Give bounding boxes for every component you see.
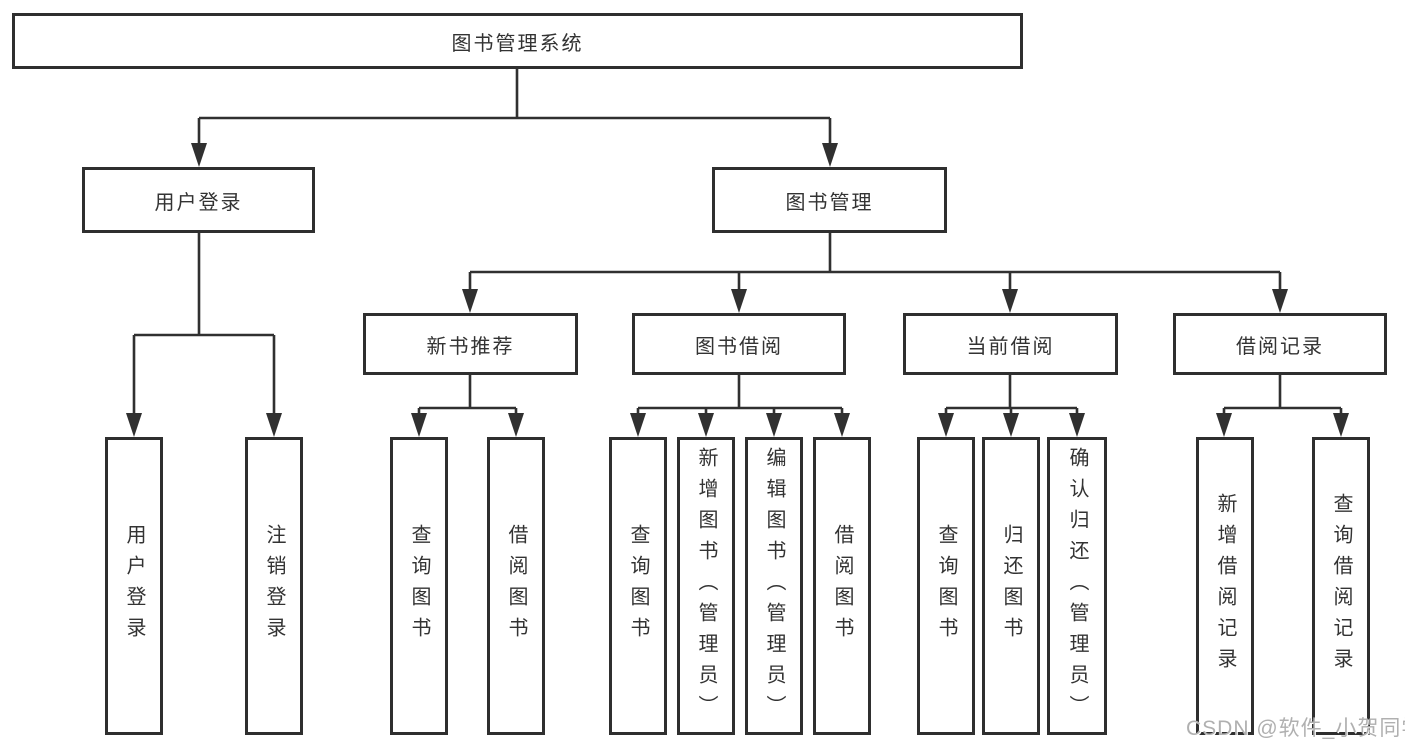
arrowhead-icon xyxy=(411,413,427,437)
arrowhead-icon xyxy=(822,143,838,167)
arrowhead-icon xyxy=(126,413,142,437)
node-root-system: 图书管理系统 xyxy=(12,13,1023,69)
arrowhead-icon xyxy=(1069,413,1085,437)
leaf-borrow-books-recommend: 借阅图书 xyxy=(487,437,545,735)
leaf-return-books: 归还图书 xyxy=(982,437,1040,735)
node-user-login: 用户登录 xyxy=(82,167,315,233)
arrowhead-icon xyxy=(731,289,747,313)
arrowhead-icon xyxy=(1272,289,1288,313)
arrowhead-icon xyxy=(1333,413,1349,437)
leaf-query-books-current: 查询图书 xyxy=(917,437,975,735)
leaf-add-books-admin: 新增图书（管理员） xyxy=(677,437,735,735)
node-new-book-recommend: 新书推荐 xyxy=(363,313,578,375)
leaf-query-books-borrowing: 查询图书 xyxy=(609,437,667,735)
arrowhead-icon xyxy=(1003,413,1019,437)
leaf-confirm-return-admin: 确认归还（管理员） xyxy=(1047,437,1107,735)
arrowhead-icon xyxy=(508,413,524,437)
leaf-user-login: 用户登录 xyxy=(105,437,163,735)
watermark: CSDN @软件_小贺同学 xyxy=(1186,717,1405,740)
arrowhead-icon xyxy=(698,413,714,437)
arrowhead-icon xyxy=(834,413,850,437)
arrowhead-icon xyxy=(938,413,954,437)
arrowhead-icon xyxy=(1216,413,1232,437)
leaf-query-books-recommend: 查询图书 xyxy=(390,437,448,735)
arrowhead-icon xyxy=(266,413,282,437)
arrowhead-icon xyxy=(1002,289,1018,313)
node-borrow-records: 借阅记录 xyxy=(1173,313,1387,375)
node-book-management: 图书管理 xyxy=(712,167,947,233)
leaf-add-borrow-record: 新增借阅记录 xyxy=(1196,437,1254,735)
node-book-borrowing: 图书借阅 xyxy=(632,313,846,375)
node-current-borrowing: 当前借阅 xyxy=(903,313,1118,375)
arrowhead-icon xyxy=(462,289,478,313)
leaf-borrow-books-borrowing: 借阅图书 xyxy=(813,437,871,735)
arrowhead-icon xyxy=(766,413,782,437)
arrowhead-icon xyxy=(191,143,207,167)
leaf-edit-books-admin: 编辑图书（管理员） xyxy=(745,437,803,735)
leaf-query-borrow-record: 查询借阅记录 xyxy=(1312,437,1370,735)
leaf-logout-login: 注销登录 xyxy=(245,437,303,735)
arrowhead-icon xyxy=(630,413,646,437)
